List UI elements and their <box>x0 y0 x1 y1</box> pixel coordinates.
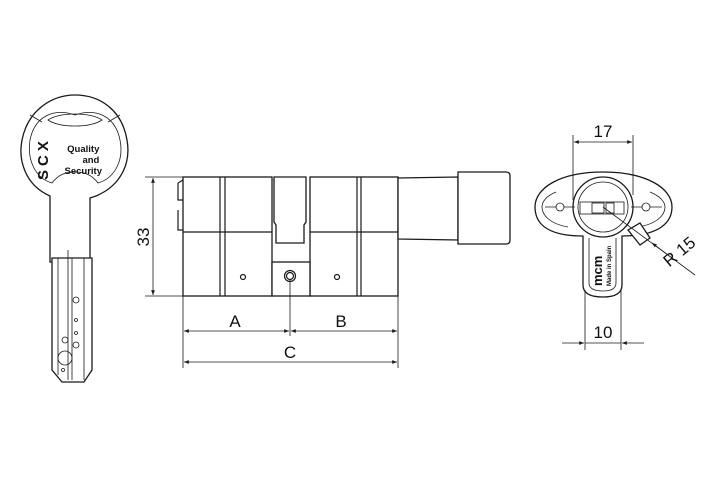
cylinder-front-view: 33 A B C <box>134 171 511 368</box>
dimension-r15-label: R 15 <box>660 233 700 271</box>
dimension-10-label: 10 <box>594 323 613 342</box>
side-origin-label: Made in Spain <box>607 245 613 286</box>
key-logo: SCX <box>35 137 52 180</box>
key-drawing: SCX Quality and Security <box>20 94 129 383</box>
key-slogan: Quality and Security <box>65 144 103 177</box>
side-brand-label: mcm <box>590 256 605 286</box>
cylinder-side-view: mcm Made in Spain 17 10 R 15 <box>534 122 700 350</box>
dimension-c-label: C <box>284 343 296 362</box>
dimension-a-label: A <box>229 312 241 331</box>
thumbturn-shaft <box>397 176 459 241</box>
dimension-33-label: 33 <box>134 228 153 247</box>
dimension-17-label: 17 <box>594 122 613 141</box>
dimension-b-label: B <box>335 312 346 331</box>
thumbturn-knob <box>457 171 511 245</box>
